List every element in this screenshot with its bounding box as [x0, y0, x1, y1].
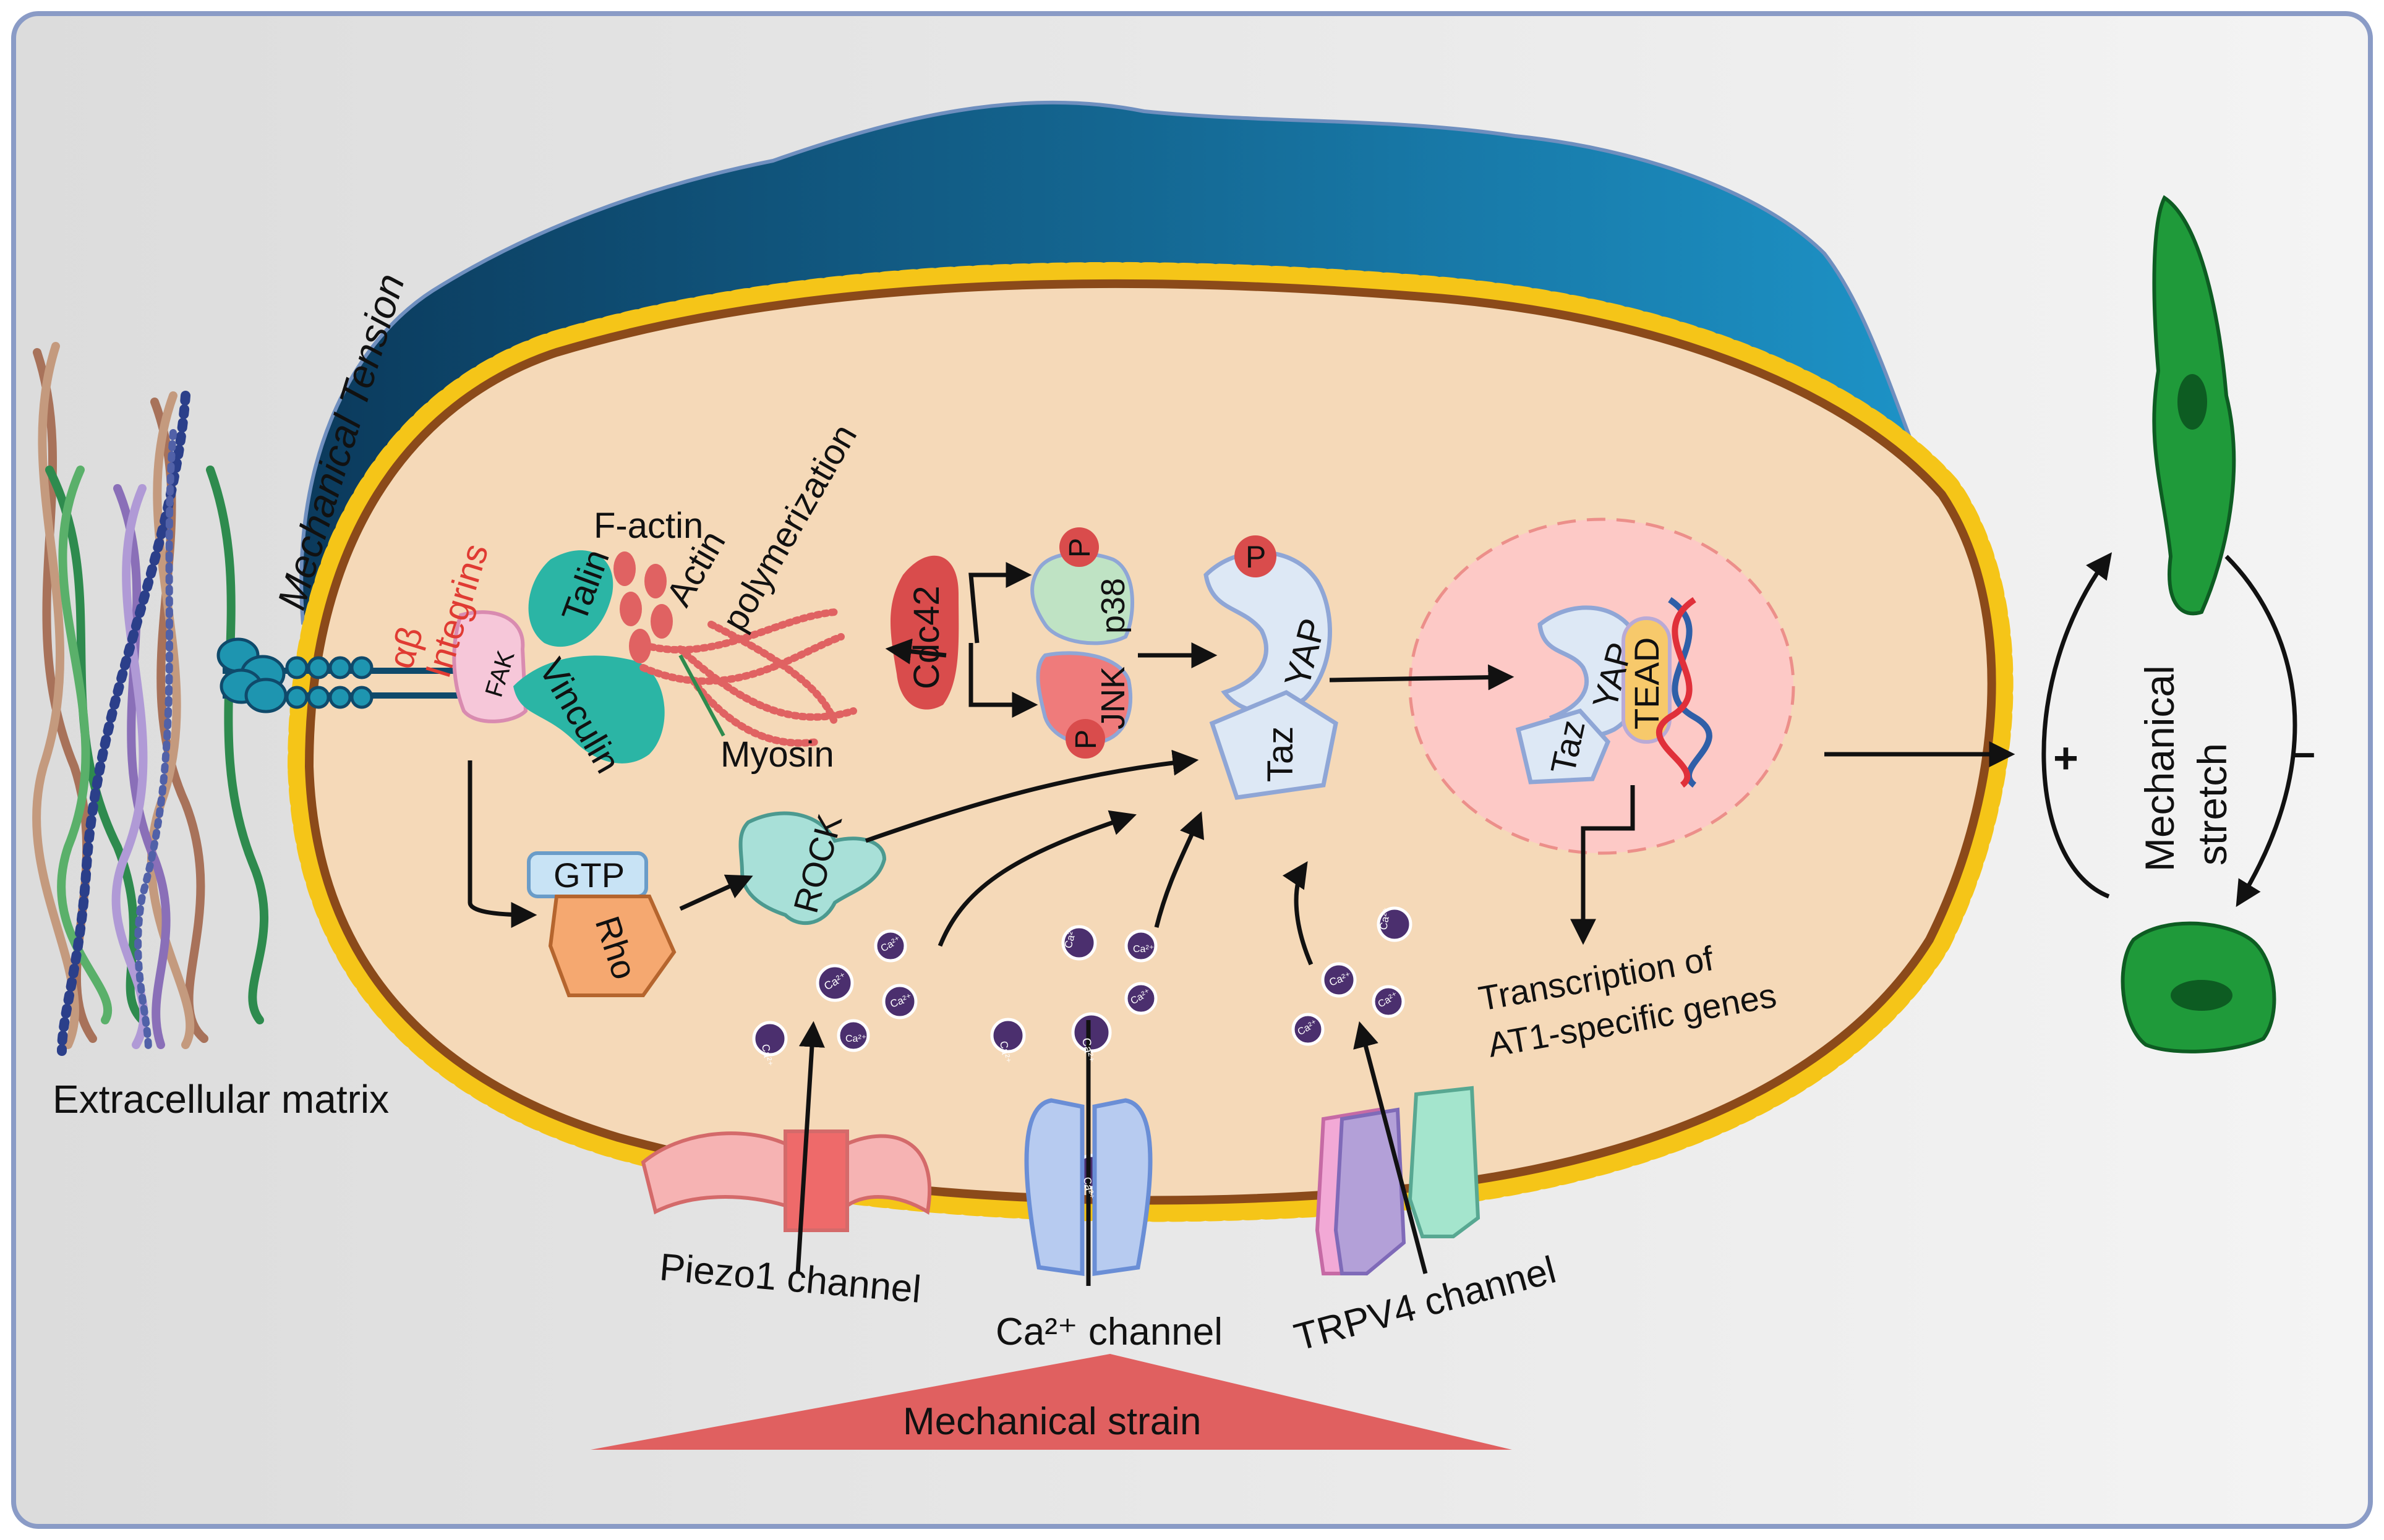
- mechanical-strain-label: Mechanical strain: [903, 1400, 1201, 1443]
- at1-cell: [2152, 195, 2236, 616]
- minus-sign: –: [2291, 728, 2315, 776]
- mechanical-strain-wedge: [591, 1354, 1512, 1450]
- p38-phospho: [1059, 527, 1099, 567]
- ca-ion: [990, 1018, 1026, 1053]
- plus-sign: +: [2053, 734, 2079, 782]
- fak-protein: [452, 610, 528, 723]
- ca-ion: [874, 929, 907, 963]
- p38-phospho-label: P: [1064, 538, 1096, 558]
- ca-ion: [1061, 925, 1097, 961]
- taz-cytoplasm-label: Taz: [1260, 726, 1301, 782]
- myosin-fiber: [678, 654, 725, 737]
- integrin-receptor: [216, 637, 458, 713]
- rock-protein: [738, 811, 887, 925]
- ca-ion: [752, 1021, 788, 1057]
- tead-label: TEAD: [1627, 637, 1666, 730]
- cdc42-protein: [891, 555, 959, 710]
- jnk-phospho-label: P: [1070, 730, 1103, 749]
- tead-box: [1621, 616, 1672, 744]
- ca-ion: [882, 984, 918, 1019]
- yap-phospho-label: P: [1245, 540, 1266, 574]
- extracellular-matrix-beads: [57, 391, 190, 1056]
- ca-ion: [1291, 1013, 1325, 1046]
- myosin-label: Myosin: [720, 734, 834, 775]
- svg-text:Ca²⁺: Ca²⁺: [1133, 944, 1154, 955]
- actomyosin-network: [633, 608, 857, 747]
- taz-nucleus: [1515, 708, 1611, 785]
- talin-protein: [528, 550, 613, 647]
- ca-ion: [1321, 962, 1357, 998]
- svg-text:Ca²⁺: Ca²⁺: [845, 1034, 866, 1044]
- dna-helix: [1656, 597, 1712, 788]
- ca-ion: [1071, 1012, 1112, 1053]
- pathway-arrows: [468, 552, 2297, 1274]
- piezo1-channel: [641, 1129, 932, 1232]
- calcium-ions: [752, 906, 1412, 1189]
- p38-label: p38: [1095, 578, 1132, 634]
- taz-cytoplasm: [1209, 690, 1338, 800]
- cdc42-label: Cdc42: [907, 585, 947, 689]
- at2-cell: [2121, 921, 2276, 1053]
- yap-phospho: [1234, 535, 1276, 577]
- ca-channel-label: Ca²⁺ channel: [996, 1311, 1223, 1353]
- extracellular-matrix-label: Extracellular matrix: [53, 1077, 389, 1121]
- vinculin-protein: [513, 655, 665, 764]
- jnk-phospho: [1066, 719, 1105, 759]
- rho-protein: [548, 895, 677, 997]
- jnk-label: JNK: [1095, 666, 1132, 730]
- ca-ion: [1377, 906, 1412, 942]
- ca-ion: [1124, 929, 1158, 963]
- f-actin-label: F-actin: [594, 506, 703, 546]
- ca-ion: [816, 964, 854, 1002]
- ca-ion: [1372, 985, 1405, 1018]
- mechanical-label: Mechanical: [2137, 665, 2182, 872]
- ca-ion: [1124, 982, 1158, 1015]
- ca-ion: [837, 1019, 870, 1052]
- gtp-label: GTP: [553, 856, 625, 895]
- trpv4-channel: [1315, 1086, 1480, 1275]
- stretch-label: stretch: [2189, 743, 2235, 866]
- ca-channel: [1024, 1098, 1153, 1277]
